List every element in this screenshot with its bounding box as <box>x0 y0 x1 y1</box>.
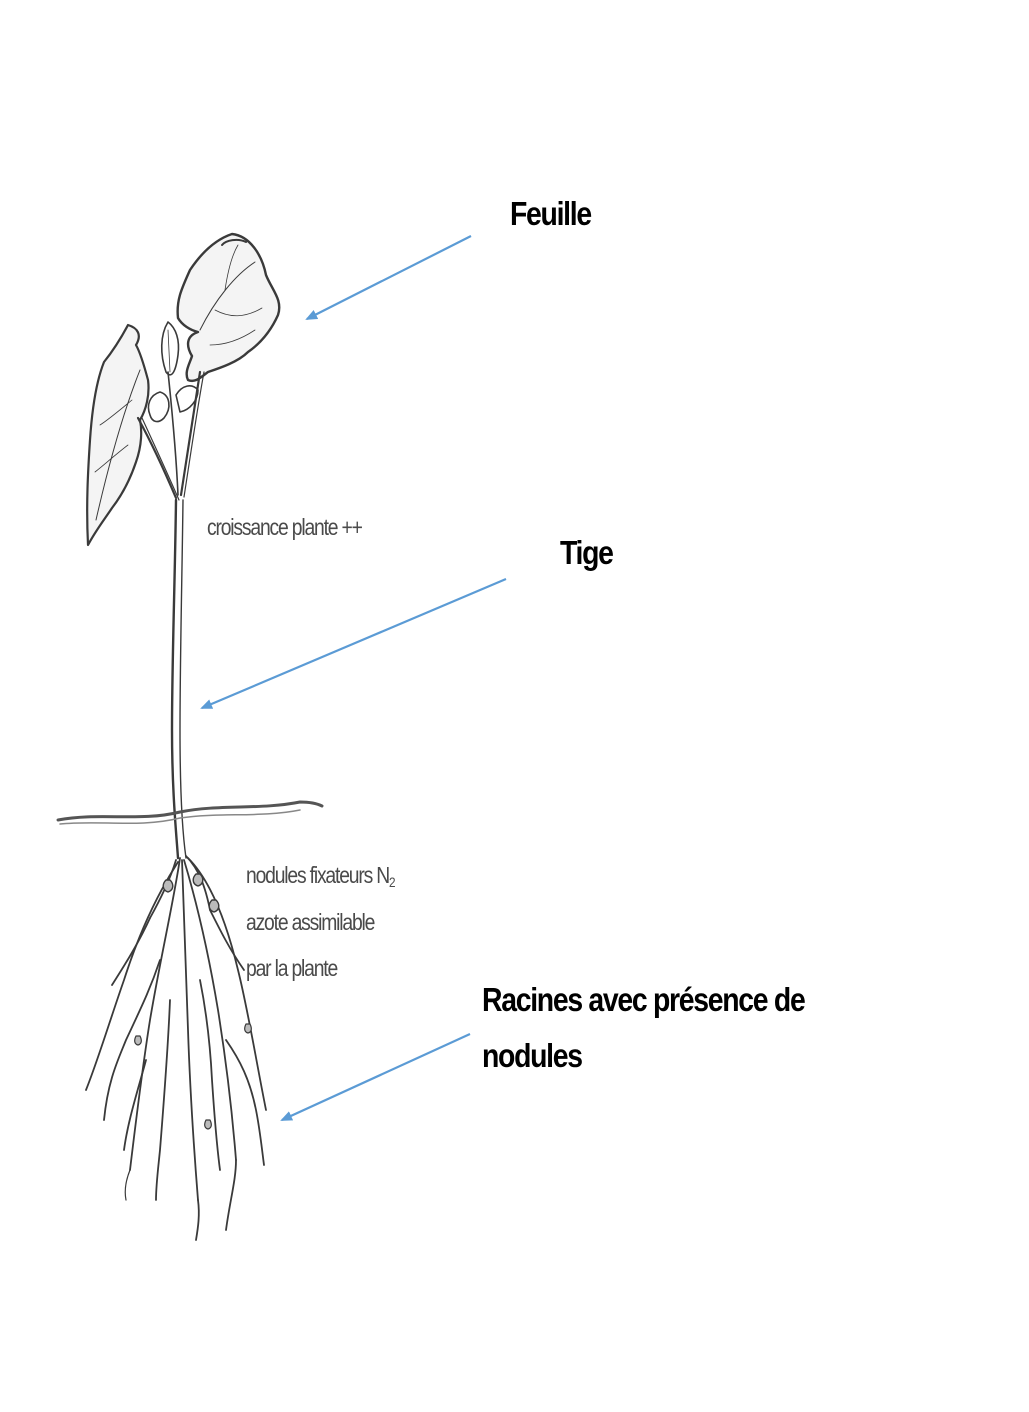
nodules-label-line2: azote assimilable <box>246 909 375 935</box>
growth-label: croissance plante ++ <box>207 514 363 540</box>
stem-drawing <box>136 370 205 860</box>
arrow-roots <box>280 1032 471 1122</box>
callout-leaf: Feuille <box>510 195 592 232</box>
leaf-drawing-left <box>86 323 150 547</box>
callout-stem: Tige <box>560 534 614 571</box>
nodules-label-text: nodules fixateurs N <box>246 862 390 888</box>
nodules-label-line1: nodules fixateurs N2 <box>246 862 396 894</box>
leaf-drawing-right <box>176 232 281 383</box>
callout-roots-line2: nodules <box>482 1037 583 1074</box>
roots-drawing <box>85 855 267 1241</box>
callout-arrows <box>200 235 507 1122</box>
soil-line-drawing <box>56 800 324 825</box>
nodules-label-subscript: 2 <box>389 874 396 890</box>
arrow-stem <box>200 577 507 710</box>
nodules-label-line3: par la plante <box>246 955 338 981</box>
arrow-leaf <box>305 235 472 320</box>
plant-sketch <box>56 232 324 1241</box>
callout-roots-line1: Racines avec présence de <box>482 981 806 1018</box>
